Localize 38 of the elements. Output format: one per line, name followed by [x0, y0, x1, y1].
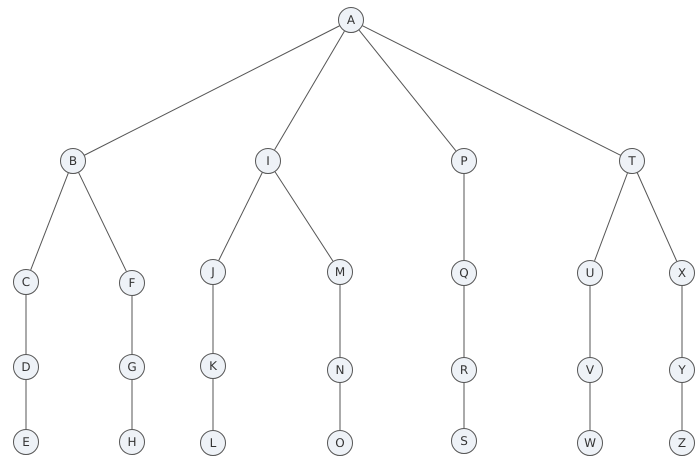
tree-node-circle: X: [669, 260, 695, 286]
tree-node-circle: W: [577, 430, 603, 456]
tree-node-circle: K: [200, 353, 226, 379]
tree-node-circle: L: [200, 430, 226, 456]
tree-node-circle: A: [338, 7, 364, 33]
tree-edge: [358, 30, 456, 152]
tree-node-circle: H: [119, 429, 145, 455]
tree-node-circle: T: [619, 148, 645, 174]
tree-edge: [84, 25, 340, 156]
tree-edge: [636, 172, 678, 262]
tree-node-circle: Z: [669, 430, 695, 456]
tree-node-circle: Y: [669, 357, 695, 383]
tree-node-circle: F: [119, 270, 145, 296]
tree-node-circle: G: [119, 354, 145, 380]
tree-node-circle: C: [13, 269, 39, 295]
tree-edge: [274, 30, 345, 150]
tree-node-circle: I: [255, 148, 281, 174]
tree-node-circle: D: [13, 354, 39, 380]
tree-node-circle: E: [13, 429, 39, 455]
tree-edge: [594, 172, 628, 262]
tree-node-circle: Q: [451, 260, 477, 286]
tree-node-circle: R: [451, 357, 477, 383]
tree-node-circle: S: [451, 428, 477, 454]
tree-node-circle: B: [60, 148, 86, 174]
tree-node-circle: U: [577, 260, 603, 286]
tree-node-circle: O: [327, 430, 353, 456]
tree-edge: [212, 284, 214, 354]
tree-node-circle: P: [451, 148, 477, 174]
tree-node-circle: V: [577, 357, 603, 383]
tree-node-circle: N: [327, 357, 353, 383]
tree-edge: [30, 172, 69, 270]
tree-edge: [212, 378, 214, 430]
tree-node-circle: M: [327, 259, 353, 285]
tree-edge: [78, 172, 127, 272]
tree-node-circle: J: [200, 259, 226, 285]
tree-edge: [218, 172, 263, 261]
tree-edge: [362, 25, 621, 156]
tree-edge: [274, 171, 334, 262]
